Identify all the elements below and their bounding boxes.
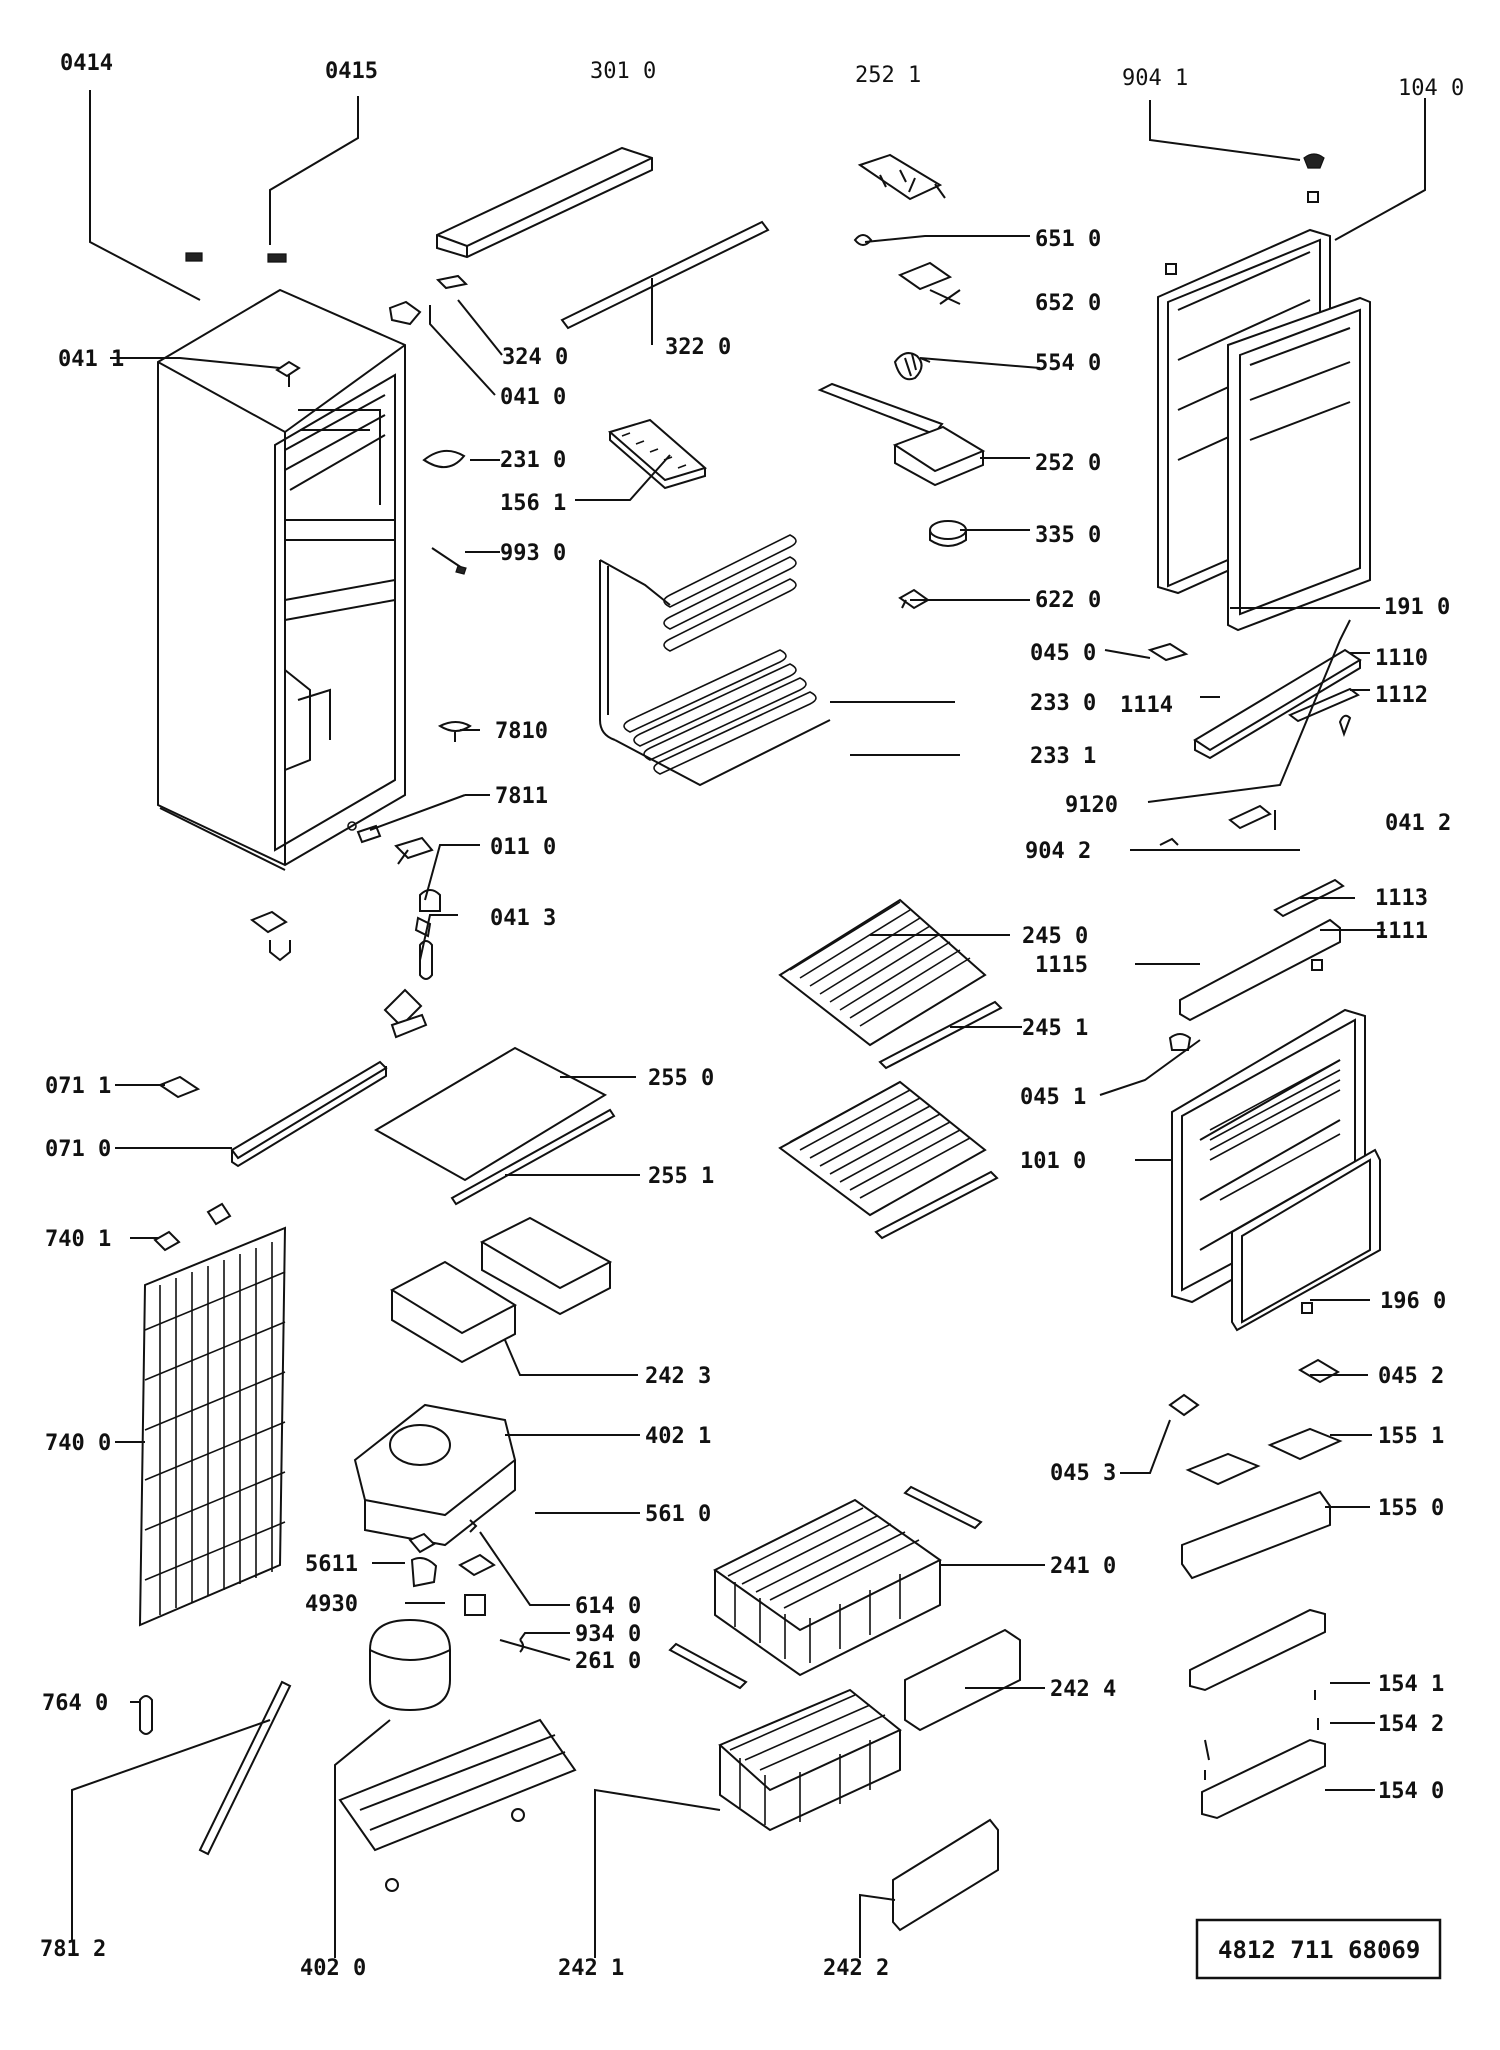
condenser: [138, 1202, 287, 1627]
label-0710: 071 0: [45, 1137, 111, 1162]
label-0711: 071 1: [45, 1074, 111, 1099]
label-0452: 045 2: [1378, 1364, 1444, 1389]
hinge-parts-right: [1147, 642, 1362, 1051]
label-7640: 764 0: [42, 1691, 108, 1716]
freezer-door-bottom: [1171, 1008, 1381, 1332]
label-1551: 155 1: [1378, 1424, 1444, 1449]
label-2410: 241 0: [1050, 1554, 1116, 1579]
wire-shelves: [778, 898, 1003, 1240]
label-0411: 041 1: [58, 347, 124, 372]
top-rails: [436, 146, 770, 330]
label-2550: 255 0: [648, 1066, 714, 1091]
label-0410: 041 0: [500, 385, 566, 410]
label-1110: 1110: [1375, 646, 1428, 671]
label-5610: 561 0: [645, 1502, 711, 1527]
label-2424: 242 4: [1050, 1677, 1116, 1702]
label-1561: 156 1: [500, 491, 566, 516]
label-7811: 7811: [495, 784, 548, 809]
label-4930: 4930: [305, 1592, 358, 1617]
ice-tray: [607, 418, 708, 490]
label-3350: 335 0: [1035, 523, 1101, 548]
glass-shelf: [373, 1046, 616, 1206]
label-0450: 045 0: [1030, 641, 1096, 666]
label-6220: 622 0: [1035, 588, 1101, 613]
label-0451: 045 1: [1020, 1085, 1086, 1110]
label-9340: 934 0: [575, 1622, 641, 1647]
label-6140: 614 0: [575, 1594, 641, 1619]
label-6520: 652 0: [1035, 291, 1101, 316]
label-1550: 155 0: [1378, 1496, 1444, 1521]
left-rail: [157, 1060, 388, 1168]
label-4021: 402 1: [645, 1424, 711, 1449]
label-9930: 993 0: [500, 541, 566, 566]
label-7401: 740 1: [45, 1227, 111, 1252]
label-5611: 5611: [305, 1552, 358, 1577]
label-1113: 1113: [1375, 886, 1428, 911]
label-1115: 1115: [1035, 953, 1088, 978]
label-0412: 041 2: [1385, 811, 1451, 836]
label-6510: 651 0: [1035, 227, 1101, 252]
leader-lines: [71, 90, 1426, 1958]
label-9042: 904 2: [1025, 839, 1091, 864]
label-7812: 781 2: [40, 1937, 106, 1962]
label-1910: 191 0: [1384, 595, 1450, 620]
label-0415: 0415: [325, 59, 378, 84]
label-2610: 261 0: [575, 1649, 641, 1674]
label-1010: 101 0: [1020, 1149, 1086, 1174]
label-4020: 402 0: [300, 1956, 366, 1981]
label-2423: 242 3: [645, 1364, 711, 1389]
label-2450: 245 0: [1022, 924, 1088, 949]
label-1040: 104 0: [1398, 76, 1464, 101]
door-shelves: [1168, 1358, 1343, 1820]
label-3220: 322 0: [665, 335, 731, 360]
label-3010: 301 0: [590, 59, 656, 84]
label-2421: 242 1: [558, 1956, 624, 1981]
label-2521: 252 1: [855, 63, 921, 88]
label-2551: 255 1: [648, 1164, 714, 1189]
cabinet: [157, 288, 406, 871]
label-1541: 154 1: [1378, 1672, 1444, 1697]
freezer-door-top: [1157, 153, 1371, 632]
part-labels: 0414 0415 301 0 252 1 904 1 104 0 041 1 …: [40, 51, 1464, 1981]
label-0414: 0414: [60, 51, 113, 76]
freezer-baskets: [668, 1485, 1021, 1932]
label-2310: 231 0: [500, 448, 566, 473]
document-number-stamp: 4812 711 68069: [1195, 1918, 1442, 1980]
label-2331: 233 1: [1030, 744, 1096, 769]
label-0453: 045 3: [1050, 1461, 1116, 1486]
label-7810: 7810: [495, 719, 548, 744]
label-7400: 740 0: [45, 1431, 111, 1456]
label-5540: 554 0: [1035, 351, 1101, 376]
label-1540: 154 0: [1378, 1779, 1444, 1804]
label-1960: 196 0: [1380, 1289, 1446, 1314]
label-0110: 011 0: [490, 835, 556, 860]
crisper-drawers: [389, 1216, 613, 1364]
stamp-text: 4812 711 68069: [1218, 1936, 1420, 1964]
label-2451: 245 1: [1022, 1016, 1088, 1041]
label-9041: 904 1: [1122, 66, 1188, 91]
label-3240: 324 0: [502, 345, 568, 370]
compressor: [338, 1403, 577, 1892]
label-2422: 242 2: [823, 1956, 889, 1981]
label-1112: 1112: [1375, 683, 1428, 708]
thermostat-parts: [817, 153, 986, 610]
label-1114: 1114: [1120, 693, 1173, 718]
evaporator: [599, 534, 831, 787]
label-2330: 233 0: [1030, 691, 1096, 716]
misc-small-parts: [139, 1519, 524, 1856]
label-2520: 252 0: [1035, 451, 1101, 476]
label-1111: 1111: [1375, 919, 1428, 944]
label-1542: 154 2: [1378, 1712, 1444, 1737]
label-0413: 041 3: [490, 906, 556, 931]
label-9120: 9120: [1065, 793, 1118, 818]
